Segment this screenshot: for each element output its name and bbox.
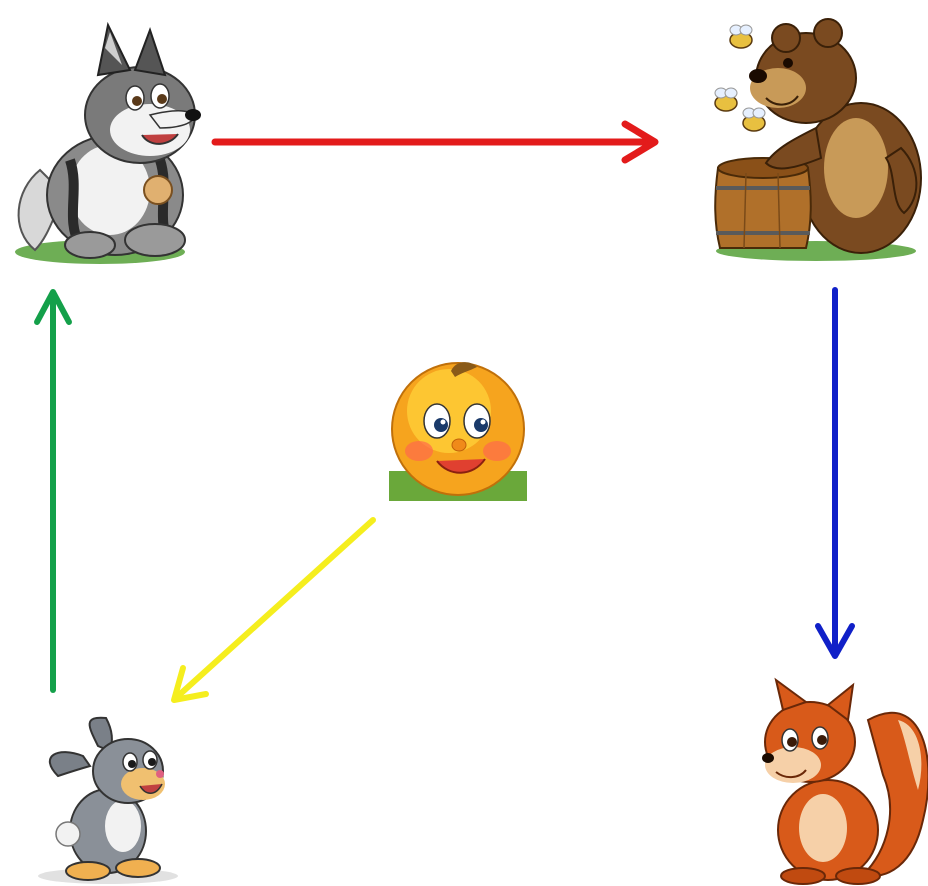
bee-icon <box>742 107 766 132</box>
wolf-icon <box>15 21 201 264</box>
arrow-wolf-to-bear <box>211 120 659 164</box>
honey-barrel-icon <box>714 157 812 249</box>
kolobok-icon <box>389 359 527 501</box>
arrow-bear-to-fox <box>815 287 855 659</box>
bear-icon <box>714 18 922 261</box>
fox-icon <box>762 677 928 885</box>
bee-icon <box>714 87 738 112</box>
arrow-kolobok-to-hare <box>171 517 376 703</box>
arrow-layer <box>34 120 855 703</box>
hare-icon <box>38 716 178 884</box>
bee-icon <box>729 24 753 49</box>
arrow-hare-to-wolf <box>34 289 72 693</box>
